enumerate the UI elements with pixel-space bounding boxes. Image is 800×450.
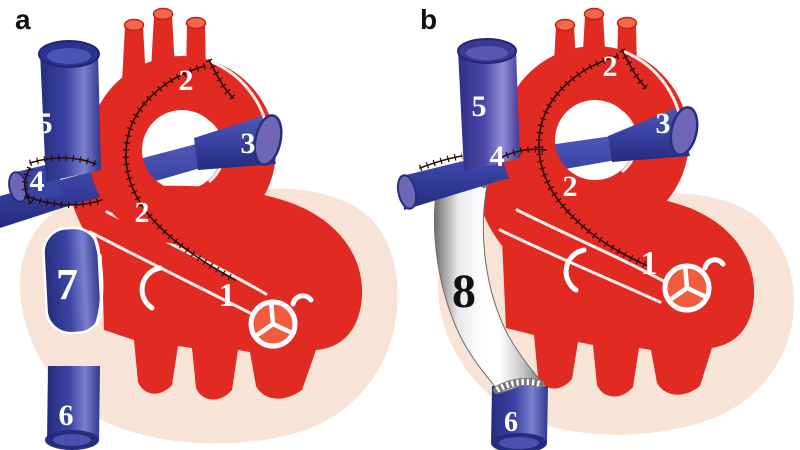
aorta-contour-line xyxy=(498,228,662,304)
label-extracardiac-conduit: 8 xyxy=(452,265,476,318)
panel-b: b 1 2 2 3 4 5 6 8 xyxy=(396,4,794,450)
label-valve: 1 xyxy=(219,277,236,314)
neo-aorta-band xyxy=(480,175,683,333)
semilunar-valve xyxy=(662,263,712,313)
conduit-ivc-suture-ticks xyxy=(495,379,541,393)
arch-suture-short xyxy=(621,49,647,89)
intraatrial-conduit xyxy=(42,226,104,335)
arch-suture-short xyxy=(208,59,234,99)
label-aorta-suture-upper: 2 xyxy=(603,50,618,83)
superior-vena-cava xyxy=(457,38,520,172)
valve-ear-contour xyxy=(702,257,726,271)
label-anastomosis: 4 xyxy=(490,140,505,173)
mitral-hook-contour xyxy=(563,247,587,293)
label-aorta-suture-lower: 2 xyxy=(563,170,578,203)
valve-ear-contour xyxy=(290,293,314,307)
pulmonary-artery-left-cut-face xyxy=(396,174,418,210)
glenn-suture-lower-ticks xyxy=(24,192,104,209)
label-svc: 5 xyxy=(38,107,53,140)
superior-vena-cava xyxy=(38,40,101,182)
glenn-suture-left xyxy=(419,155,463,169)
pulmonary-artery-cut-face xyxy=(253,114,283,166)
pulmonary-artery-cut-face xyxy=(669,106,699,156)
label-pulmonary-artery: 3 xyxy=(241,127,256,160)
glenn-suture-upper xyxy=(29,157,97,165)
semilunar-valve xyxy=(248,299,298,349)
neo-aorta-band xyxy=(72,172,278,344)
label-ivc: 6 xyxy=(59,399,74,432)
label-pulmonary-artery: 3 xyxy=(656,107,671,140)
label-aorta-suture-upper: 2 xyxy=(179,64,194,97)
aorta-contour-line xyxy=(88,230,254,316)
panel-b-letter: b xyxy=(420,4,437,35)
arch-suture-long xyxy=(125,65,236,281)
aorta-contour-line xyxy=(515,208,678,290)
arch-suture-long xyxy=(538,55,649,267)
mitral-hook-contour xyxy=(139,265,163,311)
panel-a-letter: a xyxy=(15,4,31,35)
inferior-vena-cava xyxy=(491,386,548,450)
label-svc: 5 xyxy=(472,90,487,123)
pulmonary-artery-right xyxy=(608,108,690,162)
label-anastomosis: 4 xyxy=(30,165,45,198)
inferior-vena-cava xyxy=(45,366,100,450)
stump-suture xyxy=(24,167,32,204)
glenn-suture-right-ticks xyxy=(498,146,547,161)
panel-a: a 1 2 2 3 4 5 6 7 xyxy=(0,4,398,450)
label-intraatrial-conduit: 7 xyxy=(56,260,78,309)
label-valve: 1 xyxy=(641,245,658,282)
label-aorta-suture-lower: 2 xyxy=(135,196,150,229)
label-ivc: 6 xyxy=(504,407,518,438)
